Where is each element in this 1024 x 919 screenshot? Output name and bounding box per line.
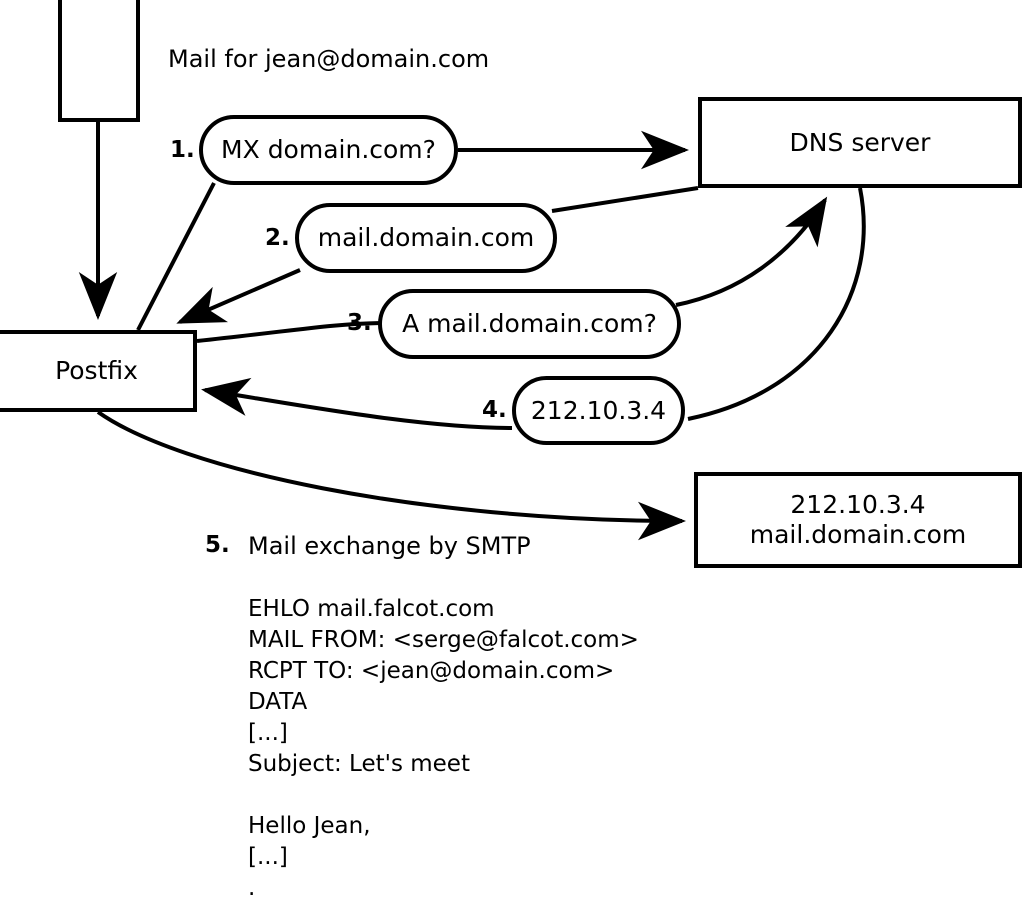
smtp-transcript-line-8: Hello Jean,: [248, 813, 371, 839]
message-bubble-a-query-label: A mail.domain.com?: [402, 309, 657, 338]
node-destination-ip: 212.10.3.4: [790, 490, 926, 519]
node-dns-server-label: DNS server: [789, 127, 931, 157]
connector-postfix-to-step1: [136, 182, 216, 331]
message-bubble-a-answer-label: 212.10.3.4: [530, 395, 667, 425]
step-5-label: Mail exchange by SMTP: [248, 532, 531, 560]
caption-incoming-mail: Mail for jean@domain.com: [168, 45, 490, 73]
message-bubble-a-answer[interactable]: 212.10.3.4: [512, 376, 685, 445]
smtp-transcript-line-3: RCPT TO: <jean@domain.com>: [248, 658, 615, 684]
step-number-4: 4.: [482, 397, 507, 423]
connector-step2-to-postfix: [176, 268, 301, 324]
node-client-host[interactable]: [58, 0, 140, 122]
node-postfix[interactable]: Postfix: [0, 330, 197, 412]
connector-dns-to-step4: [687, 187, 866, 421]
smtp-transcript-line-9: [...]: [248, 844, 288, 870]
smtp-transcript-line-7: [248, 780, 639, 811]
smtp-transcript-line-2: MAIL FROM: <serge@falcot.com>: [248, 627, 639, 653]
connector-postfix-to-step3: [196, 321, 382, 343]
step-number-1: 1.: [170, 137, 195, 163]
message-bubble-mx-answer-label: mail.domain.com: [317, 223, 535, 252]
smtp-transcript-line-10: .: [248, 875, 256, 901]
node-destination-mail-server[interactable]: 212.10.3.4 mail.domain.com: [694, 472, 1022, 568]
connector-dns-to-step2: [551, 186, 699, 213]
connector-step4-to-postfix: [201, 377, 513, 430]
node-postfix-label: Postfix: [55, 356, 138, 385]
step-number-3: 3.: [347, 310, 372, 336]
node-destination-hostname: mail.domain.com: [749, 520, 967, 549]
message-bubble-a-query[interactable]: A mail.domain.com?: [378, 289, 681, 359]
connector-postfix-to-mailserver: [96, 410, 686, 541]
smtp-transcript-line-4: DATA: [248, 689, 308, 715]
smtp-transcript-line-5: [...]: [248, 720, 288, 746]
message-bubble-mx-answer[interactable]: mail.domain.com: [295, 203, 557, 273]
message-bubble-mx-query[interactable]: MX domain.com?: [199, 115, 458, 185]
connector-step3-to-dns: [675, 196, 828, 307]
node-dns-server[interactable]: DNS server: [698, 97, 1022, 188]
step-number-5: 5.: [205, 532, 230, 558]
smtp-transcript-line-1: EHLO mail.falcot.com: [248, 596, 495, 622]
smtp-transcript-line-6: Subject: Let's meet: [248, 751, 470, 777]
step-number-2: 2.: [265, 225, 290, 251]
message-bubble-mx-query-label: MX domain.com?: [221, 135, 436, 164]
